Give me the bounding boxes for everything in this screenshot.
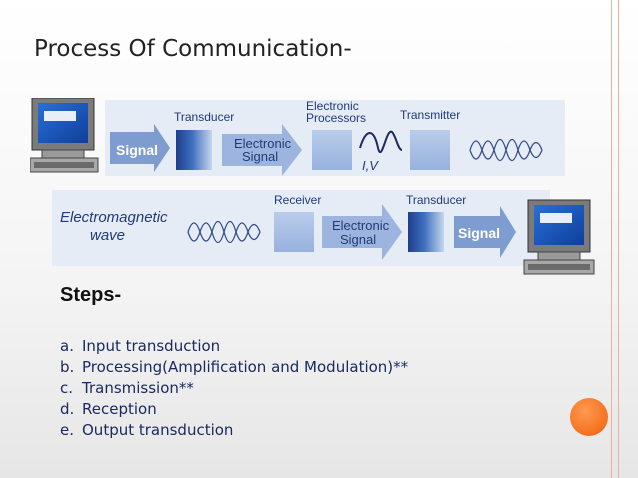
computer-icon-left [30,98,99,173]
receiver-block [274,212,314,252]
right-border-line [611,0,612,478]
slide-title: Process Of Communication- [34,36,352,62]
signal-label-bottom: Signal [458,225,500,241]
signal-label-top: Signal [116,142,158,158]
electronic-signal-bottom-line2: Signal [340,232,376,247]
list-item-letter: b. [60,358,75,376]
electronic-signal-top-line2: Signal [242,149,278,164]
list-item: d. Reception [60,399,408,420]
list-item-text: Transmission** [82,379,194,397]
electronic-signal-top-line1: Electronic [234,136,292,151]
list-item-text: Output transduction [82,421,234,439]
list-item: e. Output transduction [60,420,408,441]
list-item-text: Input transduction [82,337,221,355]
computer-icon-right [523,199,595,275]
list-item-letter: e. [60,421,74,439]
processors-label-line1: Electronic [306,99,359,113]
iv-wave-icon [359,130,403,153]
list-item: c. Transmission** [60,378,408,399]
list-item-letter: d. [60,400,75,418]
electronic-signal-arrow-top: Electronic Signal [222,124,302,176]
list-item-text: Reception [82,400,157,418]
em-wave-label-line1: Electromagnetic [60,209,168,226]
transmitter-label: Transmitter [400,108,460,122]
communication-diagram: Signal Transducer Electronic Signal Elec… [30,98,595,275]
transducer-label-bottom: Transducer [406,193,466,207]
steps-heading-dash: - [114,284,122,306]
orange-circle-decoration [570,398,608,436]
transducer-block-top [176,130,212,170]
em-wave-icon-bottom [187,220,261,244]
signal-arrow-top: Signal [110,124,170,172]
receiver-label: Receiver [274,193,321,207]
electronic-signal-bottom-line1: Electronic [332,218,390,233]
steps-heading: Steps- [60,284,121,307]
transmitter-block [410,130,450,170]
steps-list: a. Input transduction b. Processing(Amplif… [60,336,408,441]
list-item-letter: c. [60,379,74,397]
transducer-block-bottom [408,212,444,252]
signal-arrow-bottom: Signal [454,206,516,258]
right-border-line-inner [618,0,619,478]
list-item-text: Processing(Amplification and Modulation)… [82,358,409,376]
iv-label: I,V [362,158,379,173]
em-wave-label-line2: wave [90,227,125,244]
transducer-label-top: Transducer [174,110,234,124]
steps-heading-text: Steps [60,284,115,306]
list-item-letter: a. [60,337,74,355]
processors-label-line2: Processors [306,111,366,125]
processor-block [312,130,352,170]
list-item: a. Input transduction [60,336,408,357]
list-item: b. Processing(Amplification and Modulatio… [60,357,408,378]
em-wave-icon-top [469,138,543,162]
electronic-signal-arrow-bottom: Electronic Signal [322,204,402,260]
